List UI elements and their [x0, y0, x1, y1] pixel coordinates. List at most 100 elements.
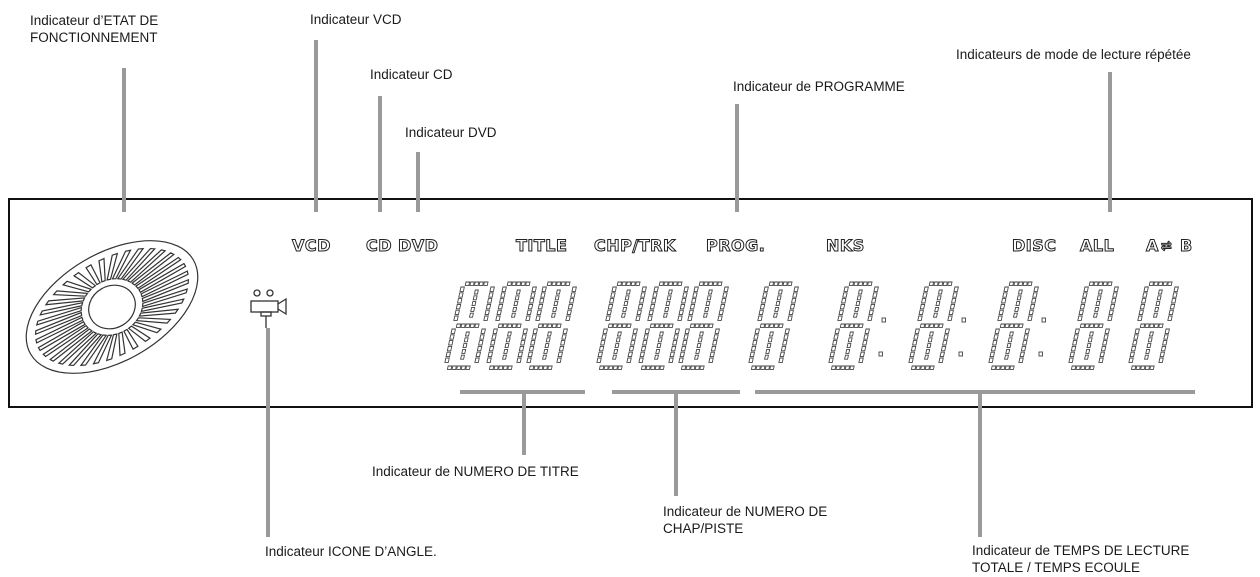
segment-cell — [657, 344, 661, 348]
segment-cell — [669, 324, 673, 327]
segment-cell — [695, 355, 699, 359]
segment-cell — [760, 304, 764, 308]
segment-cell — [607, 310, 611, 314]
disc-spokes — [16, 224, 208, 389]
segment-cell — [939, 358, 943, 362]
segment-cell — [763, 293, 767, 297]
segment-cell — [1005, 324, 1009, 327]
segment-cell — [1023, 341, 1027, 345]
segment-cell — [723, 293, 727, 297]
segment-cell — [558, 352, 562, 356]
segment-cell — [1160, 352, 1164, 356]
segment-cell — [913, 341, 917, 345]
segment-cell — [1109, 310, 1113, 314]
colon-dot — [1042, 318, 1046, 322]
segment-cell — [865, 329, 869, 333]
cd-display-indicator: CD — [366, 236, 392, 255]
segment-cell — [547, 282, 551, 285]
segment-cell — [759, 310, 763, 314]
segment-cell — [1090, 332, 1094, 336]
segment-cell — [502, 287, 506, 291]
segment-cell — [859, 358, 863, 362]
segment-cell — [749, 358, 753, 362]
colon-dot — [1039, 352, 1043, 356]
segment-cell — [930, 324, 934, 327]
segment-cell — [1145, 366, 1149, 369]
segment-cell — [930, 332, 934, 336]
segment-cell — [1133, 341, 1137, 345]
segment-cell — [548, 332, 552, 336]
segment-cell — [480, 335, 484, 339]
segment-cell — [1149, 282, 1153, 285]
segment-cell — [519, 346, 523, 350]
segment-cell — [522, 335, 526, 339]
segment-cell — [915, 329, 919, 333]
segment-cell — [1010, 366, 1014, 369]
segment-cell — [503, 355, 507, 359]
segment-cell — [678, 316, 682, 320]
segment-digit — [987, 282, 1039, 369]
segment-cell — [1006, 349, 1010, 353]
segment-cell — [618, 332, 622, 336]
segment-cell — [546, 338, 550, 342]
segment-cell — [943, 341, 947, 345]
segment-cell — [1082, 299, 1086, 303]
segment-cell — [496, 316, 500, 320]
segment-cell — [555, 296, 559, 300]
segment-cell — [503, 324, 507, 327]
segment-cell — [683, 293, 687, 297]
segment-cell — [566, 316, 570, 320]
segment-cell — [545, 344, 549, 348]
segment-cell — [1158, 282, 1162, 285]
segment-cell — [466, 324, 470, 327]
segment-cell — [991, 366, 995, 369]
segment-cell — [651, 366, 655, 369]
segment-cell — [840, 324, 844, 327]
segment-cell — [910, 352, 914, 356]
segment-cell — [481, 329, 485, 333]
segment-cell — [632, 335, 636, 339]
segment-cell — [667, 296, 671, 300]
segment-cell — [1000, 304, 1004, 308]
segment-cell — [488, 299, 492, 303]
segment-cell — [633, 329, 637, 333]
segment-cell — [557, 358, 561, 362]
segment-cell — [501, 293, 505, 297]
segment-cell — [470, 324, 474, 327]
segment-cell — [938, 290, 942, 294]
segment-cell — [512, 282, 516, 285]
segment-cell — [694, 287, 698, 291]
segment-cell — [868, 316, 872, 320]
segment-cell — [843, 293, 847, 297]
segment-cell — [1098, 282, 1102, 285]
segment-cell — [838, 316, 842, 320]
segment-cell — [641, 366, 645, 369]
segment-cell — [713, 282, 717, 285]
segment-cell — [1100, 352, 1104, 356]
segment-cell — [497, 310, 501, 314]
segment-cell — [873, 293, 877, 297]
segment-cell — [646, 366, 650, 369]
segment-cell — [552, 282, 556, 285]
segment-cell — [682, 299, 686, 303]
segment-cell — [489, 346, 493, 350]
segment-cell — [765, 366, 769, 369]
ab-repeat-arrow-icon: ⇄ — [1161, 239, 1172, 254]
segment-cell — [830, 352, 834, 356]
segment-cell — [668, 282, 672, 285]
segment-cell — [683, 341, 687, 345]
segment-cell — [989, 358, 993, 362]
segment-cell — [604, 366, 608, 369]
segment-cell — [612, 287, 616, 291]
segment-cell — [1014, 324, 1018, 327]
segment-cell — [637, 310, 641, 314]
segment-cell — [934, 324, 938, 327]
segment-cell — [952, 299, 956, 303]
segment-cell — [486, 304, 490, 308]
segment-cell — [920, 324, 924, 327]
segment-cell — [850, 324, 854, 327]
segment-cell — [526, 316, 530, 320]
segment-cell — [673, 341, 677, 345]
segment-cell — [503, 366, 507, 369]
